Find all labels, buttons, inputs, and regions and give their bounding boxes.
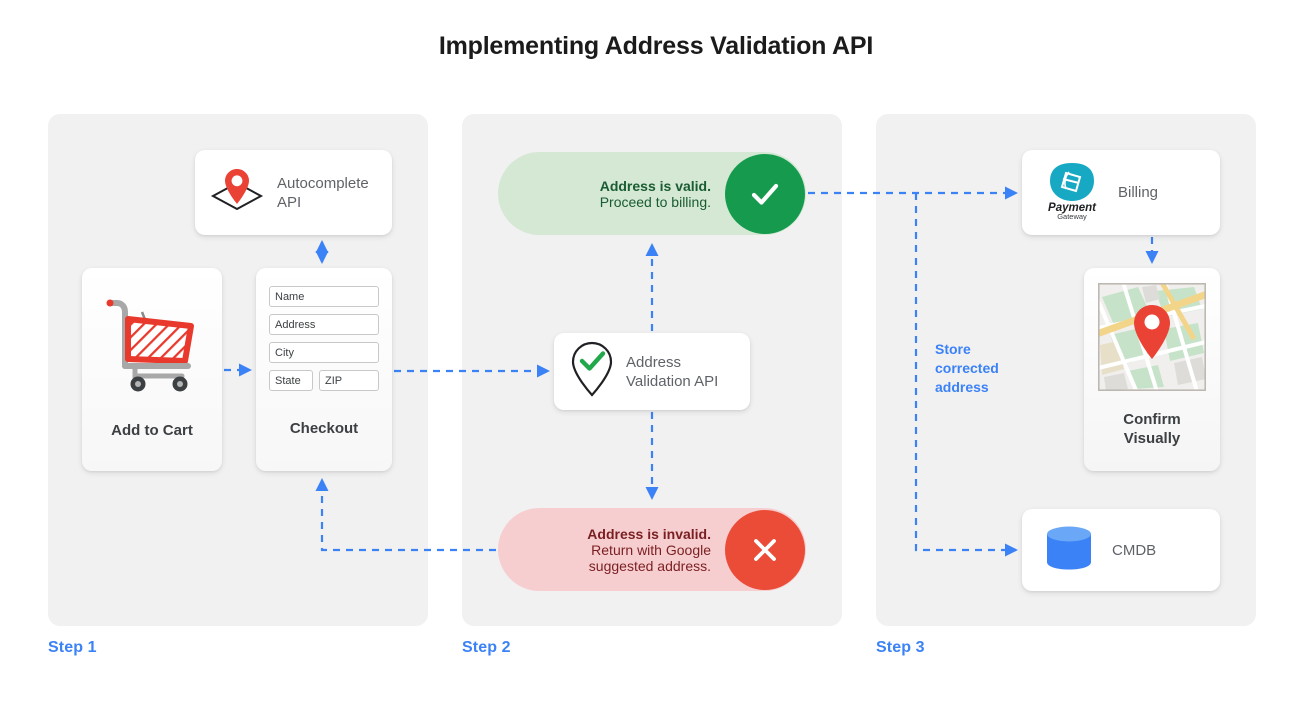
state-zip-row: State ZIP: [269, 370, 379, 391]
address-invalid-pill: Address is invalid. Return with Google s…: [498, 508, 806, 591]
address-validation-api-card[interactable]: Address Validation API: [554, 333, 750, 410]
map-thumbnail-icon: [1092, 277, 1212, 396]
address-validation-api-label: Address Validation API: [626, 353, 719, 390]
address-invalid-line3: suggested address.: [588, 557, 711, 574]
add-to-cart-card[interactable]: Add to Cart: [82, 268, 222, 471]
address-field[interactable]: Address: [269, 314, 379, 335]
step-3-label: Step 3: [876, 639, 925, 656]
shopping-cart-icon: [100, 290, 204, 399]
close-icon: [725, 509, 805, 590]
store-corrected-address-note: Store corrected address: [935, 341, 999, 395]
address-invalid-line2: Return with Google: [591, 541, 711, 558]
address-valid-text: Address is valid. Proceed to billing.: [600, 178, 725, 210]
checkout-card[interactable]: Name Address City State ZIP Checkout: [256, 268, 392, 471]
name-field[interactable]: Name: [269, 286, 379, 307]
svg-text:Gateway: Gateway: [1057, 212, 1087, 221]
payment-gateway-icon: Payment Gateway: [1036, 159, 1108, 226]
map-pin-diamond-icon: [209, 165, 265, 220]
check-icon: [725, 153, 805, 234]
confirm-visually-label: Confirm Visually: [1123, 411, 1181, 447]
address-invalid-text: Address is invalid. Return with Google s…: [587, 526, 725, 574]
add-to-cart-label: Add to Cart: [111, 422, 193, 439]
checkout-label: Checkout: [289, 420, 359, 437]
billing-label: Billing: [1118, 184, 1159, 201]
cmdb-label: CMDB: [1112, 541, 1157, 559]
address-valid-pill: Address is valid. Proceed to billing.: [498, 152, 806, 235]
address-valid-line1: Address is valid.: [599, 177, 711, 194]
step-1-label: Step 1: [48, 639, 97, 656]
step-2-label: Step 2: [462, 639, 511, 656]
address-valid-line2: Proceed to billing.: [599, 193, 711, 210]
address-invalid-line1: Address is invalid.: [587, 525, 711, 542]
svg-text:Payment: Payment: [1048, 202, 1097, 214]
pin-check-icon: [568, 339, 616, 404]
page-title: Implementing Address Validation API: [438, 32, 874, 60]
city-field[interactable]: City: [269, 342, 379, 363]
confirm-visually-card[interactable]: Confirm Visually: [1084, 268, 1220, 471]
state-field[interactable]: State: [269, 370, 313, 391]
billing-card[interactable]: Payment Gateway Billing: [1022, 150, 1220, 235]
cmdb-card[interactable]: CMDB: [1022, 509, 1220, 591]
autocomplete-api-card[interactable]: Autocomplete API: [195, 150, 392, 235]
database-icon: [1044, 523, 1094, 578]
autocomplete-api-label: Autocomplete API: [277, 174, 369, 211]
zip-field[interactable]: ZIP: [319, 370, 379, 391]
